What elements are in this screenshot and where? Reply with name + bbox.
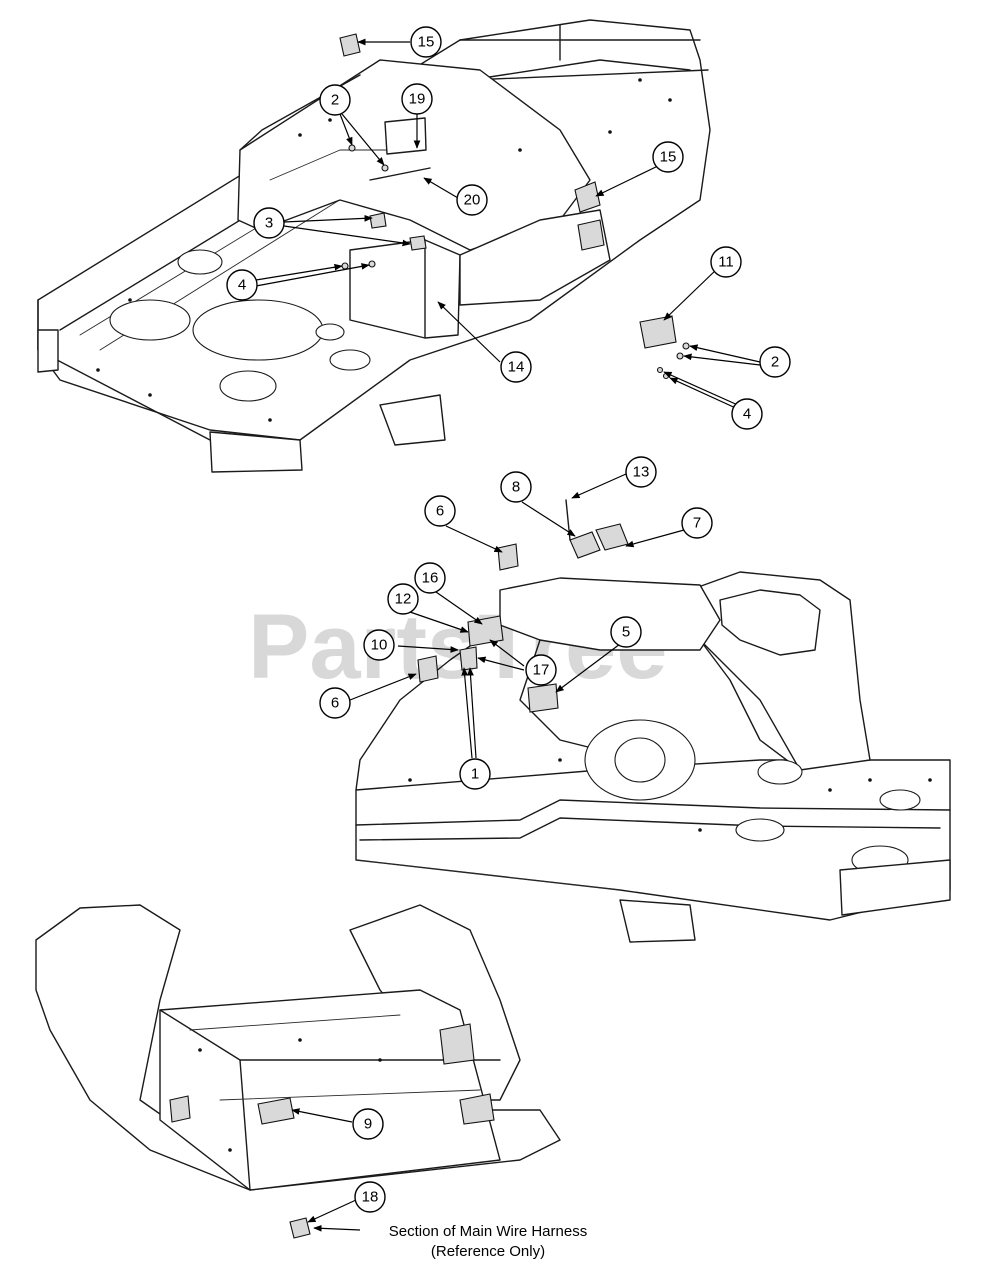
callout-label: 16 (422, 570, 439, 587)
callout-label: 9 (364, 1116, 372, 1133)
callout-5: 5 (610, 616, 642, 648)
callout-18: 18 (354, 1181, 386, 1213)
leader-lines (255, 38, 761, 1232)
callout-label: 18 (362, 1189, 379, 1206)
callout-4-top: 4 (226, 269, 258, 301)
callout-label: 20 (464, 192, 481, 209)
callout-label: 8 (512, 479, 520, 496)
callout-label: 14 (508, 359, 525, 376)
callout-13: 13 (625, 456, 657, 488)
callout-label: 4 (743, 406, 751, 423)
callout-6-lower: 6 (319, 687, 351, 719)
callout-label: 19 (409, 91, 426, 108)
callout-2-top: 2 (319, 84, 351, 116)
callout-10: 10 (363, 629, 395, 661)
callout-label: 17 (533, 662, 550, 679)
callout-2-right: 2 (759, 346, 791, 378)
middle-frame-assembly (355, 499, 951, 943)
callout-3: 3 (253, 207, 285, 239)
callout-label: 15 (660, 149, 677, 166)
callout-20: 20 (456, 184, 488, 216)
callout-11: 11 (710, 246, 742, 278)
callout-14: 14 (500, 351, 532, 383)
bottom-frame-assembly (35, 904, 561, 1239)
callout-8: 8 (500, 471, 532, 503)
callout-15-right: 15 (652, 141, 684, 173)
caption-line-1: Section of Main Wire Harness (389, 1223, 587, 1240)
callout-label: 2 (331, 92, 339, 109)
callout-12: 12 (387, 583, 419, 615)
callout-9: 9 (352, 1108, 384, 1140)
callout-17: 17 (525, 654, 557, 686)
caption-line-2: (Reference Only) (431, 1243, 545, 1260)
callout-6-upper: 6 (424, 495, 456, 527)
callout-4-right: 4 (731, 398, 763, 430)
callout-19: 19 (401, 83, 433, 115)
callout-label: 12 (395, 591, 412, 608)
callout-label: 5 (622, 624, 630, 641)
callout-label: 6 (331, 695, 339, 712)
callout-label: 7 (693, 515, 701, 532)
callout-16: 16 (414, 562, 446, 594)
top-frame-assembly (37, 19, 711, 473)
callout-label: 6 (436, 503, 444, 520)
callout-label: 3 (265, 215, 273, 232)
callout-label: 13 (633, 464, 650, 481)
callout-label: 11 (718, 254, 734, 271)
callout-label: 1 (471, 766, 479, 783)
callout-label: 10 (371, 637, 388, 654)
callout-label: 15 (418, 34, 435, 51)
callout-label: 4 (238, 277, 246, 294)
callout-label: 2 (771, 354, 779, 371)
callout-7: 7 (681, 507, 713, 539)
callout-1: 1 (459, 758, 491, 790)
callout-15-top: 15 (410, 26, 442, 58)
